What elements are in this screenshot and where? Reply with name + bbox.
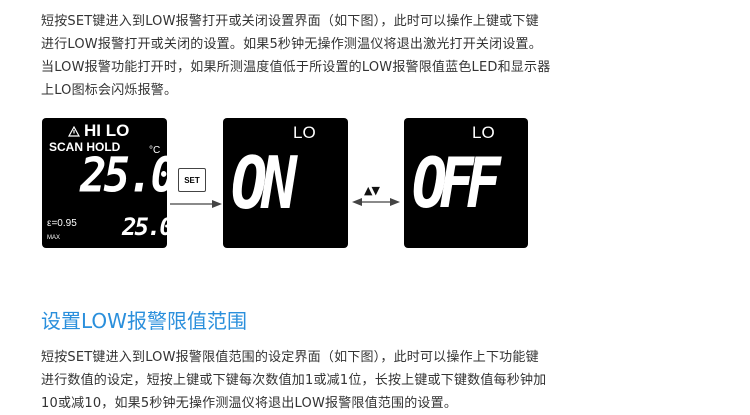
section-title: 设置LOW报警限值范围 <box>41 309 247 333</box>
up-down-keys-icon: ▲▼ <box>364 184 380 197</box>
body-line: 进行数值的设定，短按上键或下键每次数值加1或减1位，长按上键或下键数值每秒钟加 <box>41 373 547 388</box>
body-line: 10或减10，如果5秒钟无操作测温仪将退出LOW报警限值范围的设置。 <box>41 396 458 411</box>
celsius-unit: °C <box>149 145 161 156</box>
body-line: 短按SET键进入到LOW报警限值范围的设定界面（如下图），此时可以操作上下功能键 <box>41 350 539 365</box>
scan-hold-label: SCAN HOLD <box>49 140 121 154</box>
intro-line: 当LOW报警功能打开时，如果所测温度值低于所设置的LOW报警限值蓝色LED和显示… <box>41 60 551 75</box>
arrow-right-icon <box>170 200 222 208</box>
lcd-off-display: LO OFF <box>404 118 528 248</box>
lcd-main-display: HI LO SCAN HOLD °C 25.0 ε=0.95 MAX 25.0 <box>42 118 167 248</box>
intro-line: 进行LOW报警打开或关闭的设置。如果5秒钟无操作测温仪将退出激光打开关闭设置。 <box>41 37 542 52</box>
max-label: MAX <box>47 235 61 241</box>
emissivity-readout: ε=0.95 <box>47 218 77 229</box>
main-temperature-value: 25.0 <box>80 147 167 204</box>
intro-paragraph: 短按SET键进入到LOW报警打开或关闭设置界面（如下图），此时可以操作上键或下键… <box>41 10 550 102</box>
figure-arrows <box>170 198 400 208</box>
intro-line: 上LO图标会闪烁报警。 <box>41 83 178 98</box>
lo-label: LO <box>293 123 316 142</box>
max-temperature-value: 25.0 <box>122 213 167 241</box>
intro-line: 短按SET键进入到LOW报警打开或关闭设置界面（如下图），此时可以操作上键或下键 <box>41 14 539 29</box>
lcd-on-display: LO ON <box>223 118 348 248</box>
body-paragraph: 短按SET键进入到LOW报警限值范围的设定界面（如下图），此时可以操作上下功能键… <box>41 346 546 415</box>
hilo-label: HI LO <box>84 121 130 140</box>
double-arrow-icon <box>352 198 400 206</box>
off-value: OFF <box>412 142 501 224</box>
laser-warning-icon <box>68 126 80 137</box>
on-value: ON <box>231 142 297 226</box>
lo-label: LO <box>472 123 495 142</box>
set-key: SET <box>178 168 206 192</box>
